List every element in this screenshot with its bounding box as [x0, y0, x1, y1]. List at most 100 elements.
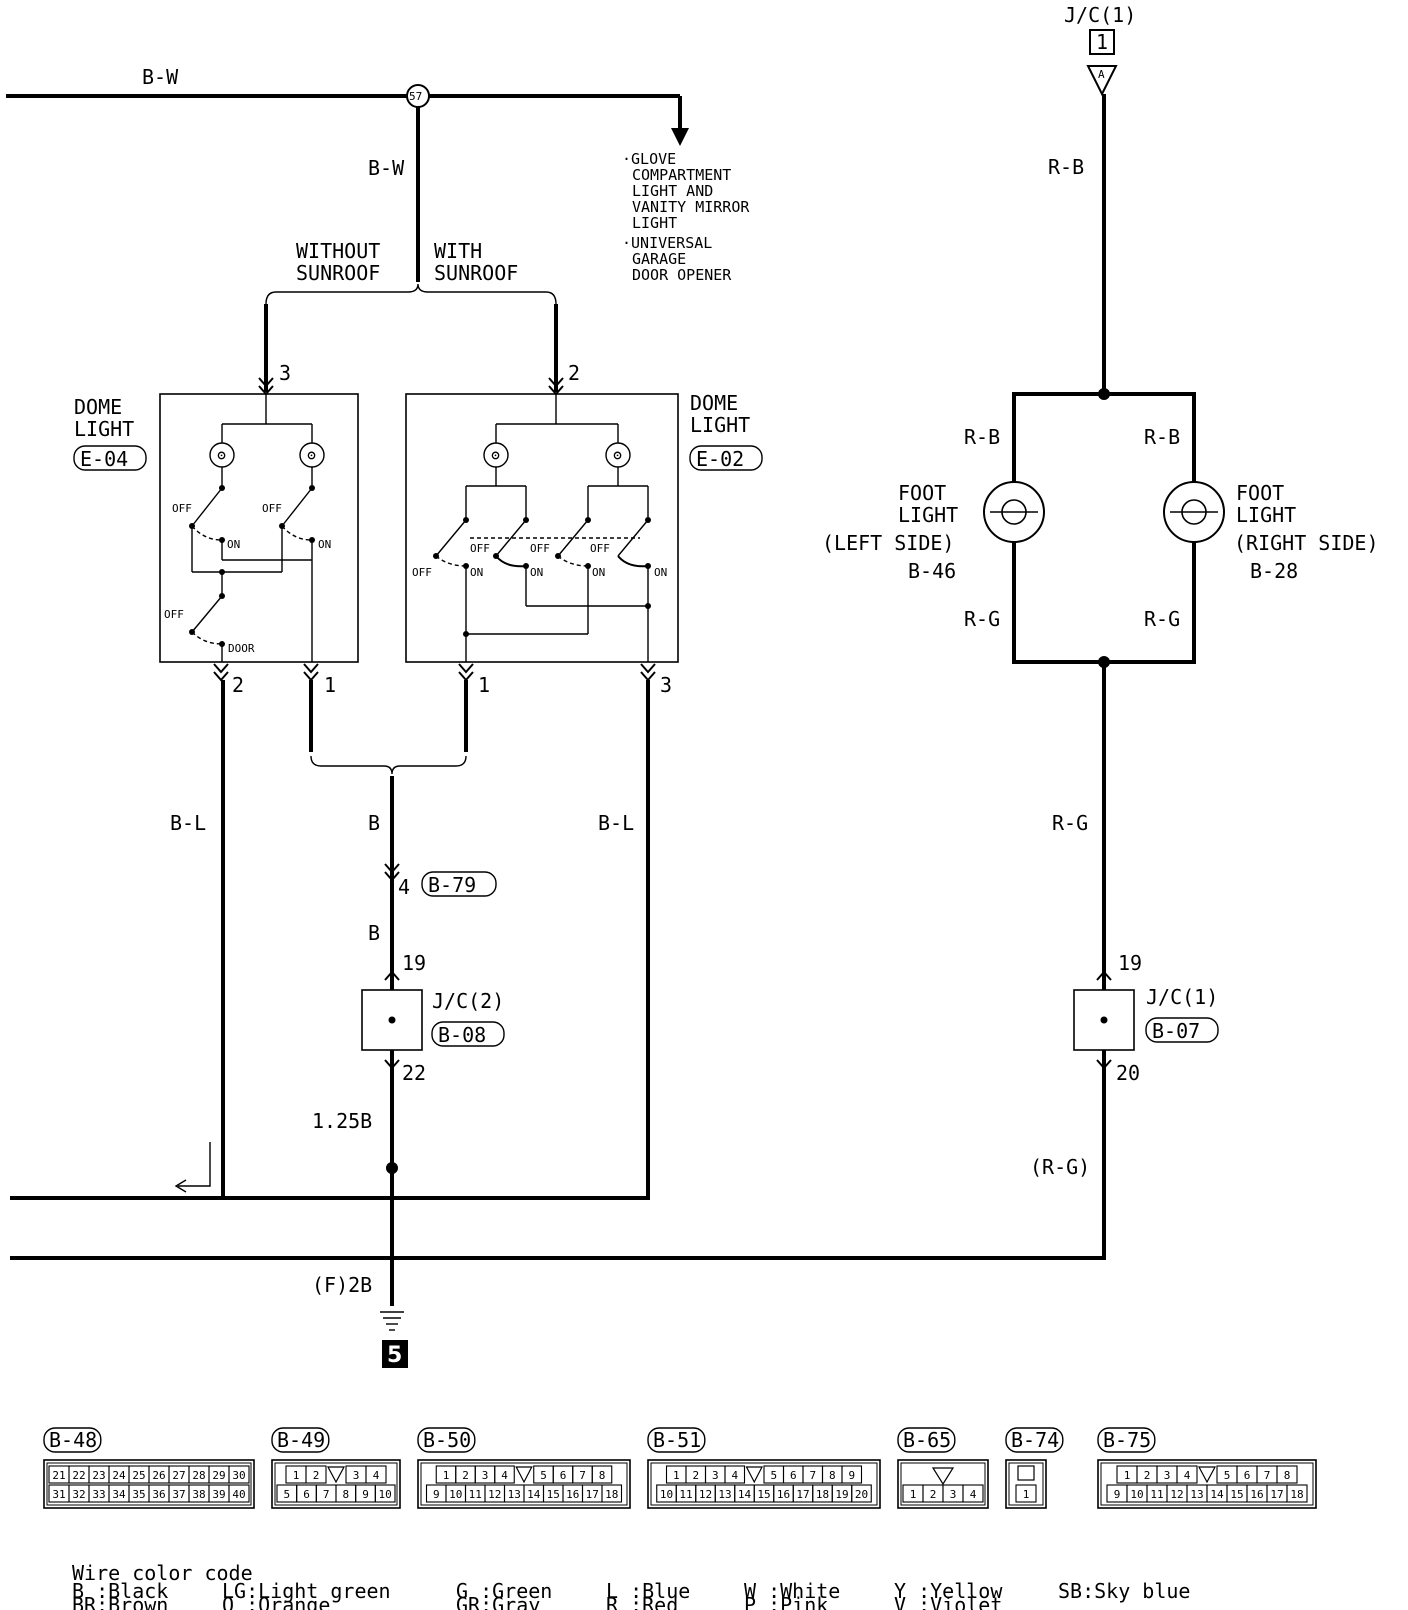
connector-pin-label: 16: [777, 1488, 790, 1501]
foot-right-title-1: FOOT: [1236, 481, 1284, 505]
connector-pin-label: 1: [673, 1469, 680, 1482]
connector-pin-label: 36: [152, 1488, 165, 1501]
dome-right-on-1: ON: [470, 566, 483, 579]
dome-left-on-2: ON: [318, 538, 331, 551]
jc1-top-connector: A: [1098, 68, 1105, 81]
connector-pin-cell: [591, 1465, 613, 1484]
connector-pin-cell: [1286, 1484, 1308, 1503]
foot-left-side: (LEFT SIDE): [822, 531, 954, 555]
foot-left-title-2: LIGHT: [898, 503, 958, 527]
jc1-low-pin-out: 20: [1116, 1061, 1140, 1085]
connector-pin-cell: [1276, 1465, 1298, 1484]
connector-pin-label: 28: [192, 1469, 205, 1482]
connector-pin-label: 29: [212, 1469, 225, 1482]
legend-br: BR:Brown: [72, 1593, 168, 1610]
dome-right-off-1: OFF: [412, 566, 432, 579]
connector-pin-label: 18: [816, 1488, 829, 1501]
connector-pin-cell: [228, 1465, 250, 1484]
connector-pin-label: 5: [284, 1488, 291, 1501]
wire-label-rb-right: R-B: [1144, 425, 1180, 449]
note-line-4: VANITY MIRROR: [632, 198, 750, 216]
dome-left-on-1: ON: [227, 538, 240, 551]
connector-pin-label: 35: [132, 1488, 145, 1501]
connector-pin-label: 11: [1150, 1488, 1163, 1501]
connector-pin-cell: [841, 1465, 863, 1484]
connector-pin-label: 11: [679, 1488, 692, 1501]
connector-pin-label: 11: [469, 1488, 482, 1501]
dome-right-off-3: OFF: [530, 542, 550, 555]
connector-pin-label: 5: [540, 1469, 547, 1482]
legend-b: B :Black: [72, 1579, 168, 1603]
foot-light-right: FOOT LIGHT (RIGHT SIDE) B-28: [1163, 481, 1379, 583]
dome-left-pin-top: 3: [279, 361, 291, 385]
connector-pin-label: 31: [52, 1488, 65, 1501]
rg-lower-path: R-G 19 J/C(1) B-07 20 (R-G): [1030, 662, 1219, 1258]
connector-pin-label: 12: [699, 1488, 712, 1501]
with-line-1: WITH: [434, 239, 482, 263]
connector-pin-label: 23: [92, 1469, 105, 1482]
splice-57: 57: [406, 84, 430, 108]
connector-pin-cell: [305, 1465, 327, 1484]
connector-pin-label: 15: [1230, 1488, 1243, 1501]
connector-pin-label: 14: [527, 1488, 541, 1501]
connector-pin-cell: [374, 1484, 396, 1503]
jc2-pin-in: 19: [402, 951, 426, 975]
continuation-arrow: [178, 1142, 211, 1187]
connector-pin-label: 40: [232, 1488, 245, 1501]
connector-pin-label: 3: [1164, 1469, 1171, 1482]
dome-left-off-3: OFF: [164, 608, 184, 621]
connector-pin-label: 4: [373, 1469, 380, 1482]
dome-right-off-2: OFF: [470, 542, 490, 555]
dome-right-pin-br: 3: [660, 673, 672, 697]
note-line-1: ·GLOVE: [622, 150, 676, 168]
connector-pin-cell: [601, 1484, 623, 1503]
connector-pin-label: 18: [605, 1488, 618, 1501]
legend-title: Wire color code: [72, 1561, 253, 1585]
legend-g: G :Green: [456, 1579, 552, 1603]
connector-pin-label: 1: [910, 1488, 917, 1501]
jc1-low-code: B-07: [1152, 1019, 1200, 1043]
wire-label-rg-left: R-G: [964, 607, 1000, 631]
connector-pin-label: 12: [1170, 1488, 1183, 1501]
connector-key-mark: [327, 1466, 345, 1484]
foot-light-left: FOOT LIGHT (LEFT SIDE) B-46: [822, 481, 1045, 583]
legend-w: W :White: [744, 1579, 840, 1603]
legend-p: P :Pink: [744, 1593, 828, 1610]
legend-r: R :Red: [606, 1593, 678, 1610]
svg-text:ʘ: ʘ: [217, 446, 226, 464]
connector-key-mark: [1198, 1466, 1216, 1484]
connector-code-label: B-48: [49, 1428, 97, 1452]
connector-pin-label: 39: [212, 1488, 225, 1501]
wire-label-rb-left: R-B: [964, 425, 1000, 449]
dome-light-left: 3 DOME LIGHT E-04 ʘ ʘ OFF OFF ON ON: [73, 304, 359, 697]
connector-pin-label: 34: [112, 1488, 126, 1501]
with-line-2: SUNROOF: [434, 261, 518, 285]
legend-gr: GR:Gray: [456, 1593, 540, 1610]
note-line-2: COMPARTMENT: [632, 166, 731, 184]
connector-pin-label: 4: [970, 1488, 977, 1501]
note-line-8: DOOR OPENER: [632, 266, 732, 284]
connector-pin-label: 10: [379, 1488, 392, 1501]
connector-pin-cell: [228, 1484, 250, 1503]
dome-right-code: E-02: [696, 447, 744, 471]
connector-pin-label: 3: [950, 1488, 957, 1501]
connector-pin-label: 20: [855, 1488, 868, 1501]
dome-right-on-4: ON: [654, 566, 667, 579]
bw-main-wire: B-W: [6, 65, 689, 146]
connector-pin-label: 4: [501, 1469, 508, 1482]
connector-pin-label: 37: [172, 1488, 185, 1501]
connector-pin-label: 8: [599, 1469, 606, 1482]
wire-label-bl-right: B-L: [598, 811, 634, 835]
connector-pin-label: 9: [362, 1488, 369, 1501]
connector-pin-label: 6: [560, 1469, 567, 1482]
connector-pin-label: 4: [731, 1469, 738, 1482]
foot-left-title-1: FOOT: [898, 481, 946, 505]
connector-pin-label: 7: [809, 1469, 816, 1482]
connector-pin-cell: [962, 1484, 984, 1503]
connector-pin-label: 8: [343, 1488, 350, 1501]
connector-pin-cell: [724, 1465, 746, 1484]
foot-right-title-2: LIGHT: [1236, 503, 1296, 527]
